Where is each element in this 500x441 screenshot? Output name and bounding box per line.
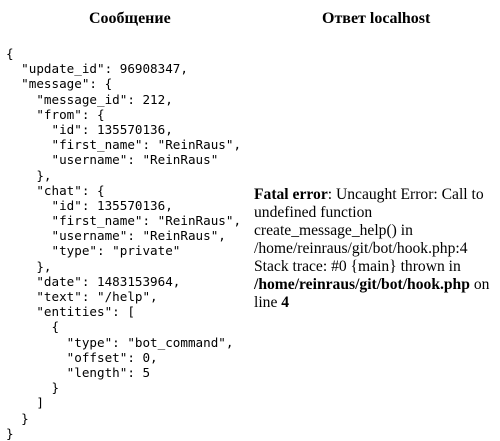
error-label: Fatal error xyxy=(254,186,328,203)
json-line: "type": "bot_command", xyxy=(6,334,234,350)
json-line: "from": { xyxy=(6,106,105,122)
json-line: "type": "private" xyxy=(6,243,181,259)
json-line: }, xyxy=(6,258,52,274)
request-column-header: Сообщение xyxy=(89,10,171,27)
error-text: : Uncaught Error: Call to undefined func… xyxy=(254,186,484,275)
response-column-header: Ответ localhost xyxy=(322,10,431,27)
json-line: "chat": { xyxy=(6,182,105,198)
json-line: } xyxy=(6,410,29,426)
json-line: "length": 5 xyxy=(6,364,151,380)
json-line: { xyxy=(6,319,60,335)
response-error-message: Fatal error: Uncaught Error: Call to und… xyxy=(254,186,494,312)
json-line: "message_id": 212, xyxy=(6,91,173,107)
json-line: } xyxy=(6,380,60,396)
json-line: "id": 135570136, xyxy=(6,197,173,213)
json-line: "username": "ReinRaus" xyxy=(6,152,219,168)
json-line: "username": "ReinRaus", xyxy=(6,228,226,244)
json-line: "entities": [ xyxy=(6,304,135,320)
json-line: }, xyxy=(6,167,52,183)
json-line: "date": 1483153964, xyxy=(6,273,181,289)
json-line: ] xyxy=(6,395,44,411)
json-line: "text": "/help", xyxy=(6,289,158,304)
error-file-path: /home/reinraus/git/bot/hook.php xyxy=(254,276,470,293)
json-line: "update_id": 96908347, xyxy=(6,61,188,77)
error-line-text: on line xyxy=(254,276,490,311)
json-line: "message": { xyxy=(6,76,113,92)
json-line: { xyxy=(6,46,14,61)
json-line: } xyxy=(6,425,14,441)
request-json-block: { "update_id": 96908347, "message": { "m… xyxy=(6,46,241,441)
json-line: "offset": 0, xyxy=(6,349,158,365)
json-line: "first_name": "ReinRaus", xyxy=(6,137,242,153)
json-line: "first_name": "ReinRaus", xyxy=(6,213,242,229)
error-line-number: 4 xyxy=(281,294,290,311)
json-line: "id": 135570136, xyxy=(6,121,173,137)
